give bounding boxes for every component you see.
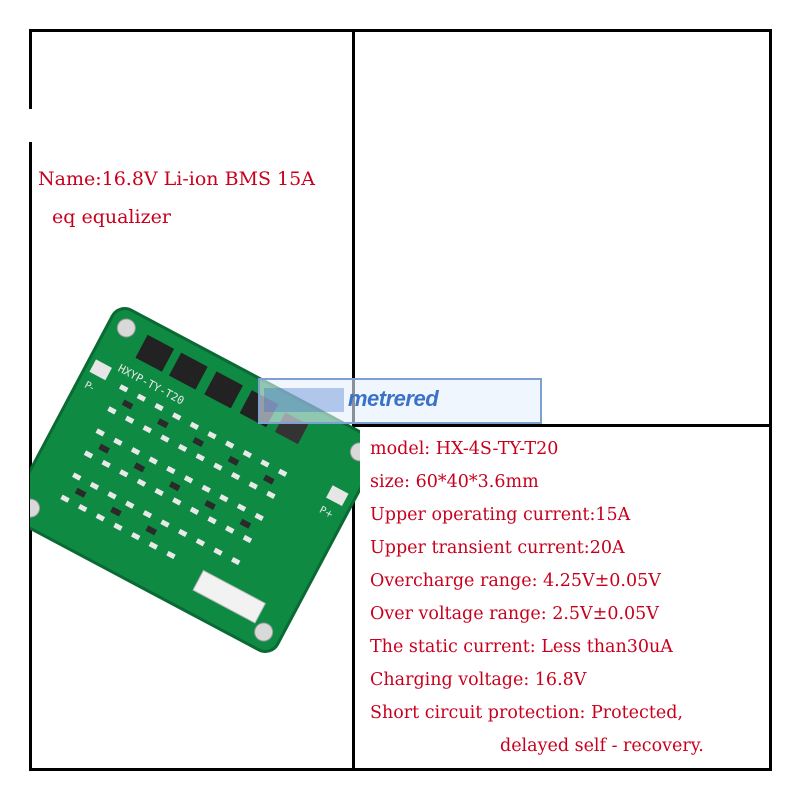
spec-list: model: HX-4S-TY-T20 size: 60*40*3.6mm Up… [370,433,704,763]
pcb-board-image: HXYP-TY-T20 P- P+ [9,300,381,660]
spec-static-current: The static current: Less than30uA [370,637,673,657]
spec-operating-current: Upper operating current:15A [370,505,631,525]
product-name: Name:16.8V Li-ion BMS 15A [38,168,315,190]
spec-overcharge-range: Overcharge range: 4.25V±0.05V [370,571,661,591]
product-name-cont: eq equalizer [52,206,171,228]
spec-short-circuit: Short circuit protection: Protected, [370,703,683,723]
spec-short-circuit-cont: delayed self - recovery. [500,736,704,756]
watermark-text: metrered [348,386,439,411]
border-left-lower [29,142,32,771]
watermark-logo-mark [264,388,344,412]
spec-transient-current: Upper transient current:20A [370,538,625,558]
spec-charging-voltage: Charging voltage: 16.8V [370,670,587,690]
watermark-logo: metrered [258,378,542,424]
divider-horizontal [352,424,772,427]
border-top [29,29,772,32]
border-bottom [29,768,772,771]
border-right [769,29,772,771]
spec-size: size: 60*40*3.6mm [370,472,539,492]
border-left-upper [29,29,32,109]
spec-model: model: HX-4S-TY-T20 [370,439,559,459]
spec-over-voltage-range: Over voltage range: 2.5V±0.05V [370,604,659,624]
